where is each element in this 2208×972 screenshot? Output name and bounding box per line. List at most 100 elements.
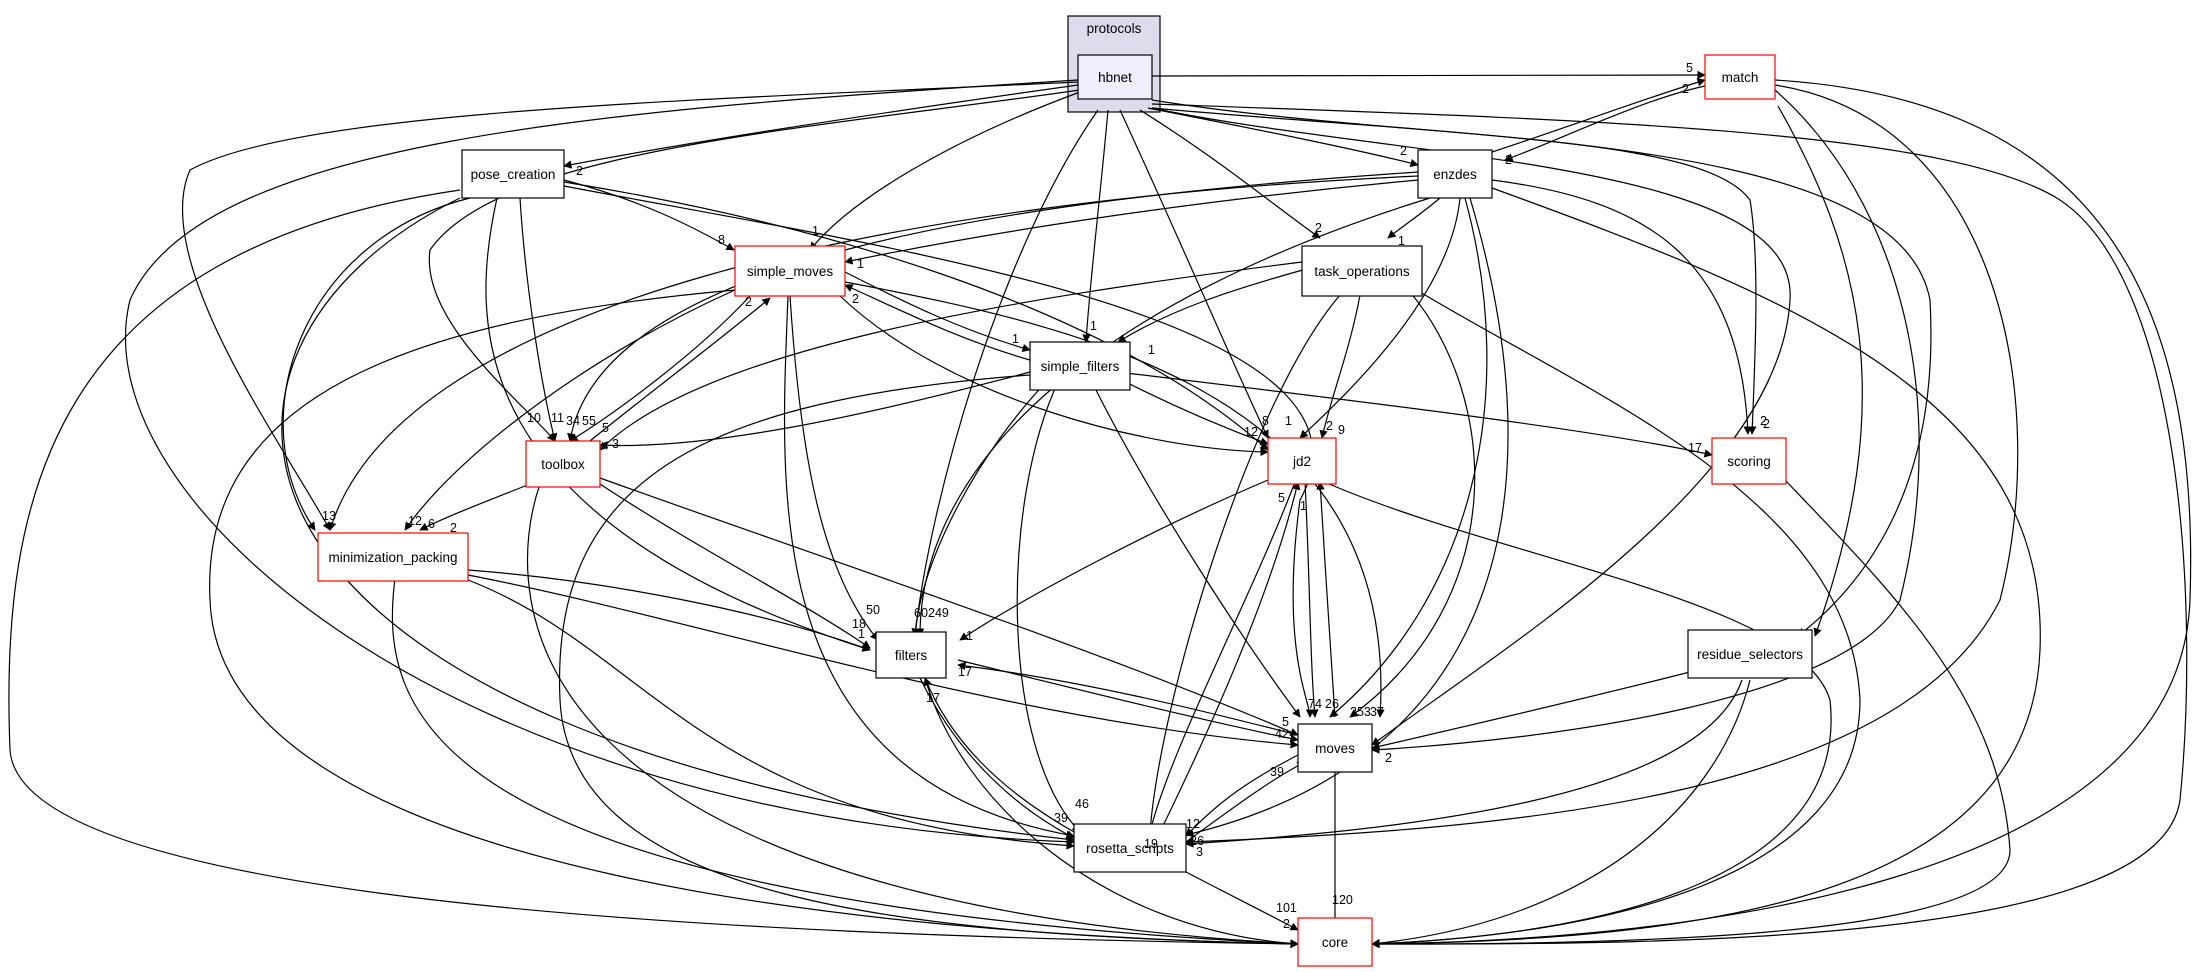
edge-simplemoves-toolbox [569,295,751,442]
edge-label: 34 [566,414,580,428]
edge-label: 9 [1338,423,1345,437]
edge-pose-mp [282,197,471,531]
node-core[interactable]: core [1297,917,1373,967]
node-moves[interactable]: moves [1297,723,1373,773]
edge-label: 1 [812,224,819,238]
edge-label: 2 [450,521,457,535]
edge-enzdes-core [1371,187,2041,949]
edge-label: 26 [1190,834,1204,848]
node-filters[interactable]: filters [875,631,947,679]
node-residue-selectors-label: residue_selectors [1697,647,1803,662]
edge-label: 1 [1012,332,1019,346]
edge-hbnet-jd2 [1119,109,1269,439]
edge-label: 5 [602,421,609,435]
node-enzdes[interactable]: enzdes [1417,149,1493,199]
node-simple-moves[interactable]: simple_moves [734,245,846,297]
edge-label: 42 [1275,727,1289,741]
edge-label: 1 [1090,319,1097,333]
node-simple-filters[interactable]: simple_filters [1029,341,1131,391]
edge-label: 5 [1686,61,1693,75]
edge-simplefilters-simplemoves [844,284,1031,361]
edge-simplemoves-rs [783,295,1075,839]
edge-ressel-rs [1185,679,1743,848]
edge-label: 17 [958,665,972,679]
edge-label: 2 [576,164,583,178]
edge-enzdes-toolbox [567,171,1419,442]
edge-mp-rs [467,579,1075,850]
edge-label: 55 [582,414,596,428]
edge-pose-rs [281,197,1075,844]
edge-rs-core [1185,871,1299,931]
edge-simplefilters-rs [1016,377,1081,833]
edge-label: 2 [1682,82,1689,96]
edge-toolbox-core [526,483,1299,948]
node-pose-creation-label: pose_creation [471,167,556,182]
edge-hbnet-rs [124,79,1079,846]
edge-label: 1 [1398,234,1405,248]
edge-ressel-core [1371,679,1751,948]
edge-jd2-rs [1147,481,1296,833]
edge-moves-jd2 [1316,481,1336,718]
node-moves-label: moves [1315,741,1355,756]
edge-label: 2 [1505,153,1512,167]
node-pose-creation[interactable]: pose_creation [461,149,565,199]
node-enzdes-label: enzdes [1433,167,1477,182]
edge-enzdes-taskops [1387,197,1441,239]
node-rosetta-scripts[interactable]: rosetta_scripts [1073,823,1187,873]
edge-simplefilters-moves [1089,377,1301,718]
edge-label: 74 [1308,697,1322,711]
edge-label: 2 [1760,414,1767,428]
edge-label: 17 [926,691,940,705]
edge-rs-moves [1185,761,1306,843]
edge-hbnet-filters [911,109,1099,637]
node-hbnet[interactable]: hbnet [1077,54,1153,100]
edge-labels: 5 2 2 2 2 2 1 1 1 2 8 1 1 2 1 2 2 1 12 8… [322,61,1770,931]
node-core-label: core [1322,935,1348,950]
edge-rs-filters [923,677,1075,833]
edge-toolbox-simplemoves [589,297,771,442]
edge-label: 26 [1325,697,1339,711]
node-toolbox[interactable]: toolbox [525,440,601,488]
node-scoring-label: scoring [1727,454,1771,469]
edge-label: 17 [1688,441,1702,455]
edge-pose-simplemoves [563,179,735,251]
edge-simplefilters-core [558,374,1299,949]
edge-label: 39 [1054,811,1068,825]
node-match[interactable]: match [1704,54,1776,100]
edge-label: 120 [1332,893,1353,907]
edge-pose-moves [563,185,1315,718]
node-jd2[interactable]: jd2 [1267,437,1337,485]
edge-label: 12 [1186,817,1200,831]
edge-taskops-rs [1146,294,1341,833]
edge-hbnet-simplefilters [1082,109,1109,343]
edge-label: 8 [1262,414,1269,428]
edge-label: 11 [551,411,564,425]
edge-jd2-core [1319,479,1832,948]
edge-label: 101 [1276,901,1297,915]
edge-label: 12 [408,514,422,528]
node-minimization-packing[interactable]: minimization_packing [317,532,469,582]
node-residue-selectors[interactable]: residue_selectors [1687,629,1813,679]
node-task-operations[interactable]: task_operations [1301,245,1423,297]
edge-hbnet-toolbox [428,89,1081,442]
edge-rs-jd2 [1159,481,1301,833]
edge-simplemoves-filters [789,295,879,641]
node-minimization-packing-label: minimization_packing [328,550,457,565]
edge-label: 2 [1283,917,1290,931]
node-scoring[interactable]: scoring [1711,437,1787,485]
edge-label: 2 [745,295,752,309]
edge-mp-moves [467,574,1299,749]
edge-hbnet-pose [563,84,1079,169]
node-task-operations-label: task_operations [1314,264,1410,279]
edge-simplefilters-filters [911,377,1051,637]
edge-enzdes-match [1491,78,1706,153]
edge-enzdes-moves [1329,197,1488,718]
edge-label: 13 [322,509,336,523]
edge-label: 3 [1196,845,1203,859]
edge-simplemoves-simplefilters [844,271,1031,352]
edge-mp-filters [467,569,871,652]
edge-label: 2 [1400,144,1407,158]
edge-hbnet-enzdes [1147,107,1419,168]
edge-label: 3 [612,437,619,451]
